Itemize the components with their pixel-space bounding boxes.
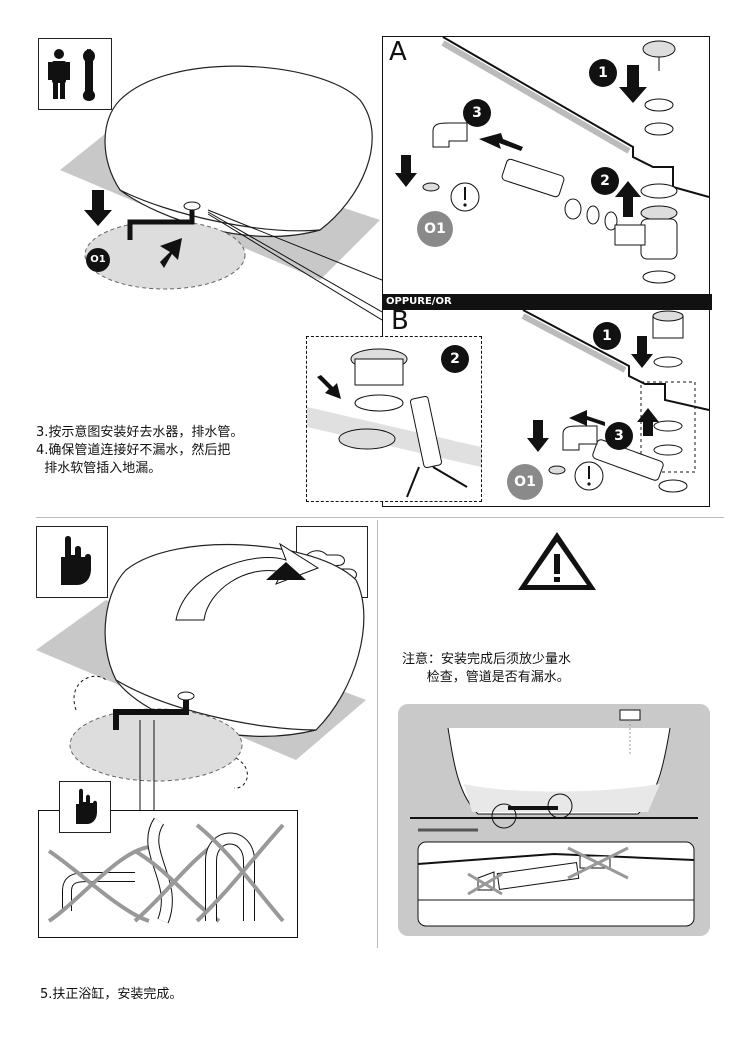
tools-icon-box: [38, 38, 112, 110]
panel-a-label: A: [389, 37, 407, 67]
hand-icon: [61, 536, 91, 585]
instruction-step-4-cont: 排水软管插入地漏。: [36, 461, 162, 476]
step-1-badge-a: 1: [589, 59, 617, 87]
step-2-badge-a: 2: [591, 167, 619, 195]
incorrect-pipe-bends: [47, 817, 285, 924]
o1-badge-b: O1: [507, 464, 543, 500]
hand-icon-small-box: [59, 781, 111, 833]
instruction-step-4: 4.确保管道连接好不漏水，然后把: [36, 443, 231, 458]
panel-b-label: B: [391, 306, 409, 336]
wrench-icon: [82, 49, 96, 101]
sealant-inset: 2: [306, 336, 482, 502]
step-3-badge-a: 3: [463, 99, 491, 127]
vertical-divider: [377, 520, 378, 948]
note-line-2: 检查，管道是否有漏水。: [402, 670, 570, 685]
person-icon: [48, 49, 70, 99]
step-1-badge-b: 1: [593, 322, 621, 350]
panel-a: A 1 2 3 O1: [382, 36, 710, 296]
hand-icon-small: [76, 788, 97, 824]
instruction-step-3: 3.按示意图安装好去水器，排水管。: [36, 425, 244, 440]
panel-b-drain-parts: [521, 309, 710, 493]
instruction-step-5: 5.扶正浴缸，安装完成。: [40, 987, 183, 1002]
step-2-badge-inset: 2: [441, 345, 469, 373]
or-banner: OPPURE/OR: [382, 294, 712, 310]
panel-a-drain-parts: [395, 36, 710, 284]
o1-badge-a: O1: [417, 211, 453, 247]
o1-marker-top: O1: [86, 248, 110, 272]
warning-icon: [518, 532, 596, 590]
leak-check-panel: [398, 704, 710, 936]
pipe-bends-inset: [38, 781, 298, 938]
sealant-gun-illustration: [307, 348, 481, 498]
leak-check-illustration: [410, 709, 698, 927]
horizontal-divider: [36, 517, 724, 518]
step-3-badge-b: 3: [605, 422, 633, 450]
note-line-1: 注意：安装完成后须放少量水: [402, 652, 572, 667]
bathtub-illustration-top: [60, 65, 383, 321]
bathtub-illustration-bottom: [36, 542, 366, 810]
hand-icon-box: [36, 526, 108, 598]
